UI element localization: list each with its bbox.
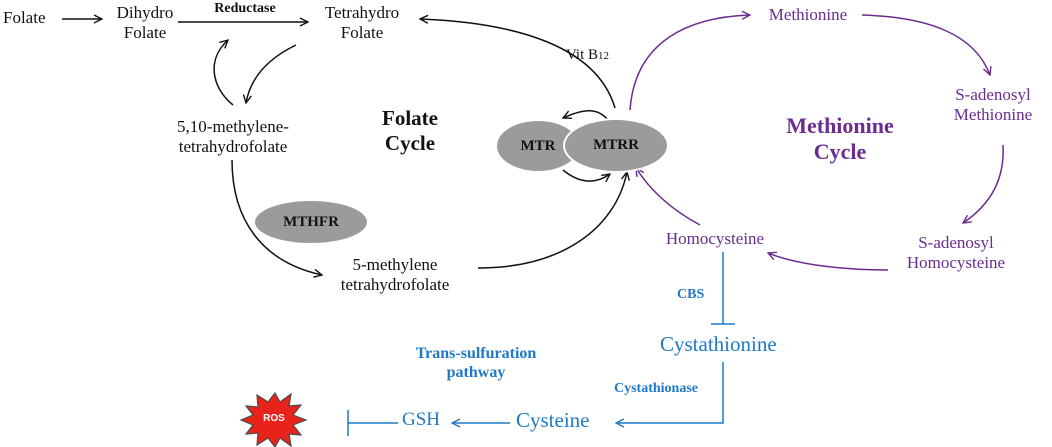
dihydro-folate-label: Dihydro Folate: [116, 3, 174, 43]
arrow-out-of-mtr: [562, 169, 610, 181]
vit-b12-label: Vit B12: [566, 47, 610, 63]
arrow-sah-to-homocysteine: [768, 253, 889, 271]
cbs-label: CBS: [677, 287, 705, 302]
arrow-mthf-to-methyl: [231, 159, 322, 275]
transsulfuration-pathway-label: Trans-sulfuration pathway: [415, 345, 537, 381]
s-adenosyl-methionine-label: S-adenosyl Methionine: [953, 85, 1033, 125]
arrow-cystathionine-to-cysteine: [616, 362, 724, 423]
ros-label: ROS: [263, 413, 285, 424]
arrow-into-mtr: [563, 110, 609, 121]
arrow-tetrahydro-to-mthf: [246, 44, 297, 103]
folate-cycle-title: Folate Cycle: [382, 106, 438, 155]
arrow-homocysteine-to-mtrr: [636, 168, 701, 226]
cystathionase-label: Cystathionase: [614, 381, 699, 396]
arrow-methionine-to-sam: [861, 14, 990, 75]
reductase-label: Reductase: [214, 1, 276, 16]
arrow-mthf-to-dihydro: [213, 40, 234, 106]
methylene-thf-label: 5,10-methylene- tetrahydrofolate: [177, 117, 289, 157]
gsh-label: GSH: [402, 409, 441, 430]
arrow-sam-to-sah: [963, 144, 1004, 223]
arrow-mtrr-to-methionine: [629, 15, 750, 111]
mthfr-enzyme: MTHFR: [255, 201, 367, 243]
folate-label: Folate: [3, 8, 46, 27]
ros-burst-icon: [239, 391, 308, 447]
homocysteine-label: Homocysteine: [665, 229, 765, 248]
arrow-methyl-to-mtr: [477, 172, 627, 269]
methyl-thf-label: 5-methylene tetrahydrofolate: [340, 255, 450, 295]
tetrahydro-folate-label: Tetrahydro Folate: [324, 3, 400, 43]
arrow-mtrr-to-tetrahydro: [420, 19, 616, 109]
mtrr-enzyme: MTRR: [563, 118, 669, 173]
cysteine-label: Cysteine: [516, 408, 590, 432]
methionine-label: Methionine: [768, 5, 848, 24]
methionine-cycle-title: Methionine Cycle: [786, 113, 894, 164]
s-adenosyl-homocysteine-label: S-adenosyl Homocysteine: [906, 233, 1006, 273]
cystathionine-label: Cystathionine: [660, 332, 777, 356]
